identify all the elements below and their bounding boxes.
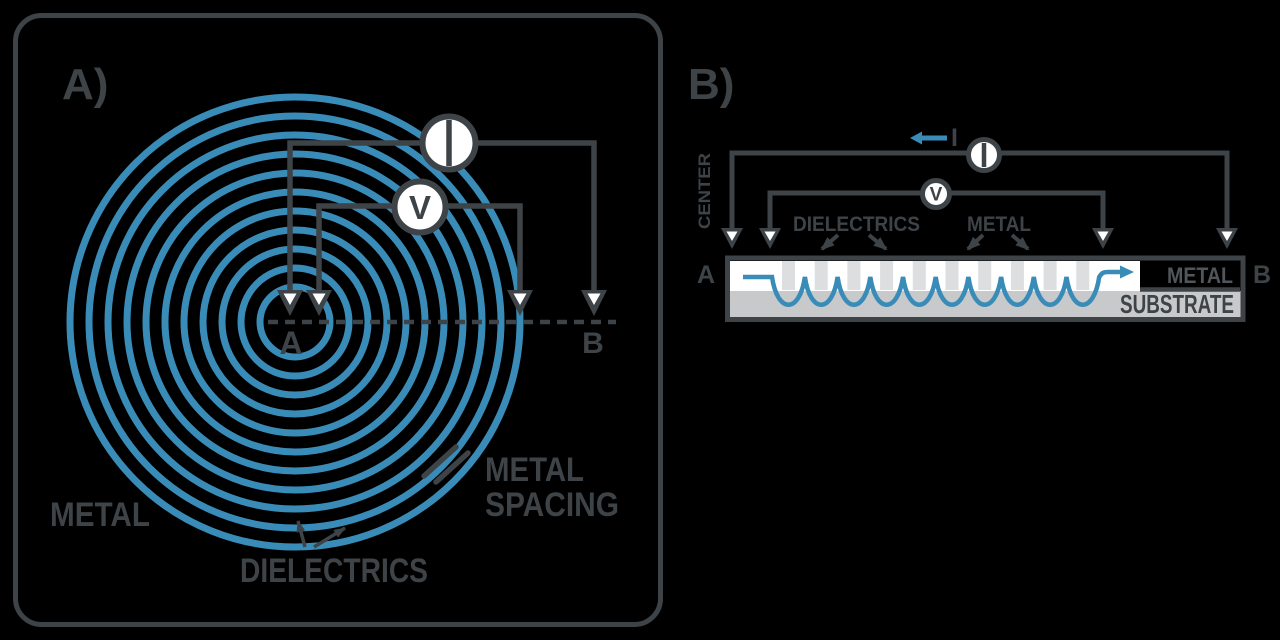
- voltmeter-icon: V: [391, 178, 449, 236]
- metal-ring: [256, 283, 334, 361]
- voltmeter-label: V: [409, 189, 431, 226]
- callout-arrow-icon: [820, 233, 840, 251]
- meander-wire: [743, 269, 1120, 307]
- dielectric-posts: [782, 261, 1090, 290]
- dielectrics-caption: DIELECTRICS: [793, 213, 920, 236]
- dielectric-post: [1010, 261, 1024, 290]
- panel-a: A): [13, 13, 663, 627]
- probe-arrow-icon: [721, 228, 743, 249]
- dielectric-post: [880, 261, 894, 290]
- substrate-caption: SUBSTRATE: [1120, 289, 1234, 319]
- dielectric-post: [1076, 261, 1090, 290]
- callout-arrow-icon: [867, 233, 888, 251]
- metal-ring: [218, 245, 372, 399]
- dielectrics-caption: DIELECTRICS: [240, 552, 428, 590]
- probe-arrow-icon: [306, 290, 332, 316]
- probe-arrowheads: [277, 290, 607, 316]
- dielectric-post: [912, 261, 926, 290]
- meander-wire-arrow-icon: [1120, 265, 1134, 279]
- probe-arrow-icon: [581, 290, 607, 316]
- pointer-arrow-icon: [313, 526, 346, 549]
- terminal-a-label: A: [697, 261, 715, 289]
- panel-b: B) CENTER: [688, 60, 1271, 322]
- metal-ring: [66, 93, 524, 551]
- dielectric-post: [847, 261, 861, 290]
- metal-ring: [85, 112, 505, 532]
- voltmeter-label: V: [930, 185, 943, 206]
- panel-b-label: B): [688, 60, 734, 109]
- panel-a-border: [13, 13, 663, 627]
- ammeter-icon: [419, 113, 479, 173]
- probe-arrow-icon: [507, 290, 533, 316]
- probe-arrow-icon: [1092, 228, 1114, 249]
- panel-a-label: A): [62, 60, 108, 109]
- callout-arrow-icon: [1010, 233, 1030, 251]
- pointer-arrow-icon: [296, 520, 307, 548]
- probe-arrow-icon: [1216, 228, 1238, 249]
- voltmeter-icon: V: [920, 178, 952, 210]
- ammeter-icon: [966, 137, 1002, 173]
- dielectrics-pointer-arrows: [296, 520, 346, 549]
- terminal-b-label: B: [582, 327, 604, 360]
- dielectric-post: [978, 261, 992, 290]
- dielectric-post: [814, 261, 828, 290]
- metal-caption: METAL: [967, 213, 1031, 236]
- dielectric-post: [782, 261, 795, 290]
- probe-arrowheads: [721, 228, 1238, 249]
- terminal-a-label: A: [279, 325, 302, 361]
- dielectric-post: [945, 261, 959, 290]
- metal-spacing-ticks: [421, 444, 471, 485]
- dielectric-post: [1043, 261, 1057, 290]
- callout-arrows: [820, 233, 1030, 251]
- metal-spacing-caption-line1: METAL: [485, 451, 584, 489]
- structure-border: [725, 255, 1246, 322]
- metal-caption: METAL: [50, 496, 150, 534]
- current-label: I: [951, 124, 958, 152]
- center-caption: CENTER: [695, 153, 714, 229]
- metal-layer-caption: METAL: [1167, 263, 1233, 288]
- current-direction-arrow-icon: [910, 131, 947, 145]
- metal-ring: [237, 264, 353, 380]
- terminal-b-label: B: [1253, 261, 1271, 289]
- metal-spacing-caption-line2: SPACING: [485, 486, 619, 524]
- cross-section-structure: METAL SUBSTRATE: [725, 255, 1246, 322]
- probe-arrow-icon: [759, 228, 781, 249]
- callout-arrow-icon: [966, 233, 985, 251]
- probe-arrow-icon: [277, 290, 303, 316]
